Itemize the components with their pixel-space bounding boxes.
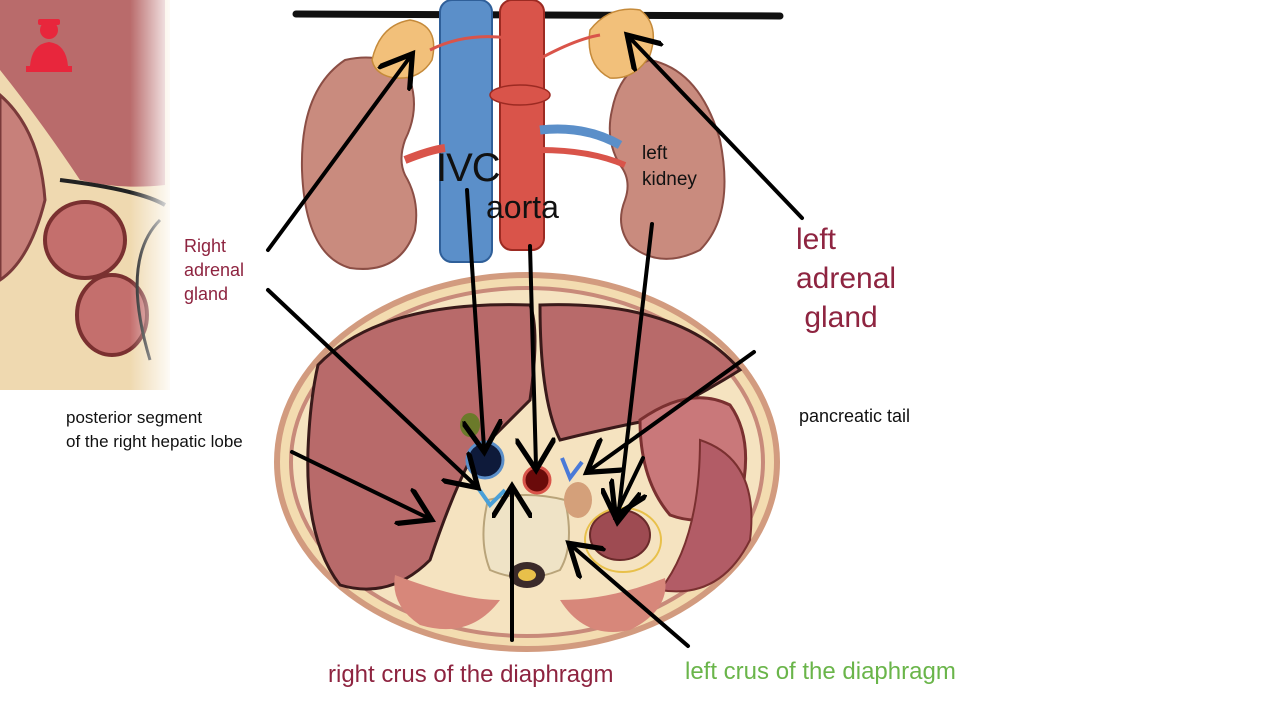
label-line: adrenal bbox=[796, 262, 897, 295]
label-right-crus: right crus of the diaphragm bbox=[328, 661, 614, 688]
label-left-adrenal-gland: left adrenal gland bbox=[796, 220, 896, 337]
label-left-crus: left crus of the diaphragm bbox=[685, 658, 956, 685]
arrow-left-adrenal-lower bbox=[590, 350, 756, 470]
arrow-ivc bbox=[467, 188, 484, 448]
arrow-pancreatic-tail bbox=[617, 456, 643, 512]
channel-logo bbox=[26, 19, 72, 72]
arrow-left-kidney bbox=[618, 222, 654, 518]
label-ivc: IVC bbox=[436, 146, 501, 190]
arrow-right-adrenal-upper bbox=[266, 57, 410, 252]
label-line: of the right hepatic lobe bbox=[66, 432, 243, 451]
arrow-left-adrenal-upper bbox=[630, 38, 804, 220]
label-line: gland bbox=[184, 284, 229, 304]
arrow-right-adrenal-lower bbox=[266, 288, 475, 485]
axial-cross-section bbox=[274, 272, 780, 652]
label-line: left bbox=[642, 143, 668, 164]
label-pancreatic-tail: pancreatic tail bbox=[799, 406, 911, 426]
arrow-left-crus bbox=[572, 546, 690, 648]
label-line: posterior segment bbox=[66, 408, 203, 427]
arrow-aorta bbox=[530, 244, 536, 466]
label-line: adrenal bbox=[184, 260, 245, 280]
label-line: Right bbox=[184, 236, 227, 256]
arrow-posterior-segment bbox=[290, 450, 428, 518]
label-posterior-segment: posterior segment of the right hepatic l… bbox=[66, 406, 243, 454]
label-line: left bbox=[796, 223, 837, 256]
label-left-kidney: left kidney bbox=[642, 141, 697, 193]
label-line: gland bbox=[796, 301, 878, 334]
annotation-arrows bbox=[266, 38, 804, 648]
left-partial-anatomy bbox=[0, 0, 175, 390]
label-line: kidney bbox=[642, 169, 697, 190]
label-aorta: aorta bbox=[486, 189, 559, 225]
label-right-adrenal-gland: Right adrenal gland bbox=[184, 234, 244, 306]
retroperitoneal-illustration bbox=[300, 0, 726, 270]
